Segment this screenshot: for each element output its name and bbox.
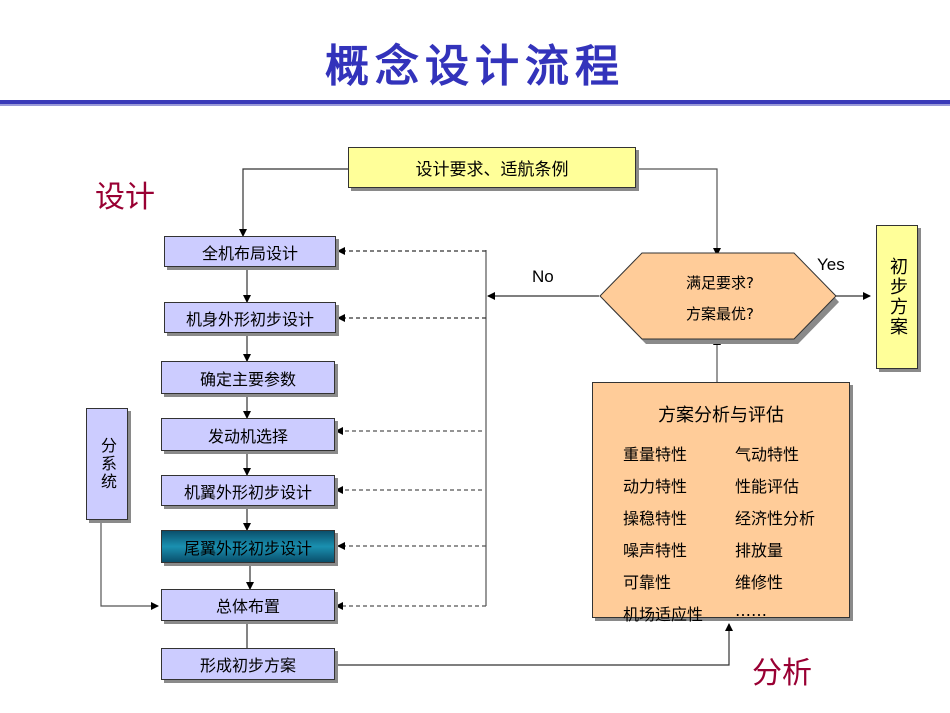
- analysis-title: 方案分析与评估: [658, 405, 784, 426]
- analysis-box: 方案分析与评估 重量特性 气动特性 动力特性 性能评估 操稳特性 经济性分析 噪…: [592, 382, 850, 624]
- connector-subsystem-to-layout: [100, 522, 159, 610]
- analysis-item: 动力特性: [623, 477, 688, 496]
- analysis-item: 机场适应性: [623, 605, 704, 624]
- analysis-item: 重量特性: [623, 445, 688, 464]
- connector-scheme-to-analysis: [334, 623, 733, 666]
- requirements-box: 设计要求、适航条例: [348, 147, 636, 188]
- step-general-arrangement: 总体布置: [161, 589, 335, 621]
- subsystem-box: 分系统: [86, 408, 128, 520]
- result-box: 初步方案: [876, 225, 918, 369]
- analysis-item: 经济性分析: [735, 509, 816, 528]
- title-divider: [0, 100, 950, 104]
- analysis-item: 维修性: [735, 573, 784, 592]
- step-main-parameters: 确定主要参数: [161, 361, 335, 394]
- no-label: No: [532, 267, 554, 286]
- step-preliminary-scheme: 形成初步方案: [161, 648, 335, 680]
- step-tail-design: 尾翼外形初步设计: [161, 530, 335, 563]
- step-overall-layout: 全机布局设计: [164, 236, 336, 267]
- decision-line-1: 满足要求?: [686, 274, 754, 292]
- decision-hexagon-shape: [599, 252, 837, 340]
- analysis-item: 性能评估: [735, 477, 800, 496]
- analysis-item: ……: [735, 601, 767, 620]
- analysis-items: 重量特性 气动特性 动力特性 性能评估 操稳特性 经济性分析 噪声特性 排放量 …: [623, 441, 855, 625]
- page-title: 概念设计流程: [325, 41, 625, 92]
- decision-text: 满足要求? 方案最优?: [600, 257, 840, 339]
- step-engine-selection: 发动机选择: [161, 418, 335, 451]
- step-fuselage-design: 机身外形初步设计: [164, 302, 336, 333]
- analysis-item: 气动特性: [735, 445, 800, 464]
- yes-label: Yes: [817, 255, 845, 274]
- analysis-item: 噪声特性: [623, 541, 688, 560]
- analysis-item: 操稳特性: [623, 509, 688, 528]
- decision-line-2: 方案最优?: [686, 305, 754, 323]
- design-section-label: 设计: [95, 180, 155, 215]
- step-wing-design: 机翼外形初步设计: [161, 475, 335, 506]
- analysis-item: 排放量: [735, 541, 784, 560]
- analysis-section-label: 分析: [752, 656, 812, 691]
- connector-req-to-layout: [239, 168, 348, 237]
- analysis-item: 可靠性: [623, 573, 672, 592]
- connector-req-to-decision: [638, 168, 721, 256]
